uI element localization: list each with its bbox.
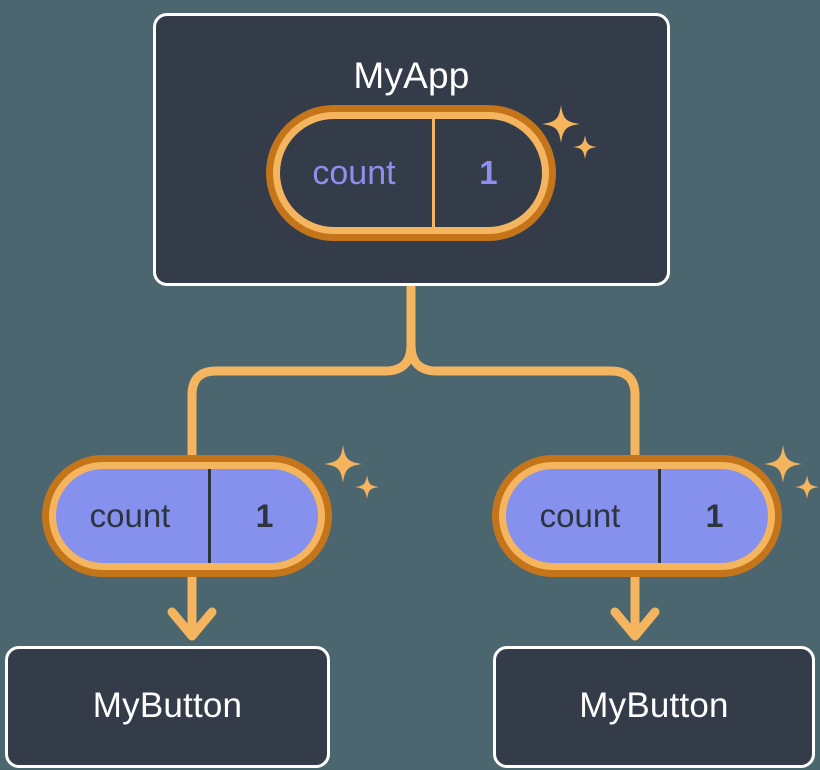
component-title: MyButton [92, 686, 243, 725]
state-key-label: count [89, 497, 171, 534]
state-value-label: 1 [657, 469, 768, 563]
state-pill-myapp[interactable]: count 1 [266, 105, 556, 241]
state-value-label: 1 [431, 119, 542, 227]
state-pill-face: count 1 [56, 469, 318, 563]
arrow-head-right [610, 607, 660, 641]
sparkle-large-icon [764, 445, 802, 483]
component-box-mybutton-2[interactable]: MyButton [493, 646, 815, 768]
state-pill-face: count 1 [280, 119, 542, 227]
connector-app-to-left-child [187, 340, 416, 460]
component-title: MyButton [579, 686, 729, 725]
state-pill-ring: count 1 [273, 112, 549, 234]
sparkle-small-icon [355, 475, 379, 499]
state-pill-face: count 1 [506, 469, 768, 563]
state-pill-child-2[interactable]: count 1 [492, 455, 782, 577]
component-box-mybutton-1[interactable]: MyButton [5, 646, 330, 768]
state-value-label: 1 [207, 469, 318, 563]
sparkle-large-icon [324, 445, 362, 483]
connector-app-to-children [406, 281, 640, 460]
state-key-label: count [539, 497, 621, 534]
state-pill-child-1[interactable]: count 1 [42, 455, 332, 577]
arrow-head-left [167, 607, 217, 641]
page-title: MyApp [353, 55, 470, 96]
state-pill-ring: count 1 [499, 462, 775, 570]
state-pill-ring: count 1 [49, 462, 325, 570]
sparkle-small-icon [795, 475, 819, 499]
sparkles-icon [324, 445, 379, 499]
state-key-label: count [312, 153, 396, 192]
